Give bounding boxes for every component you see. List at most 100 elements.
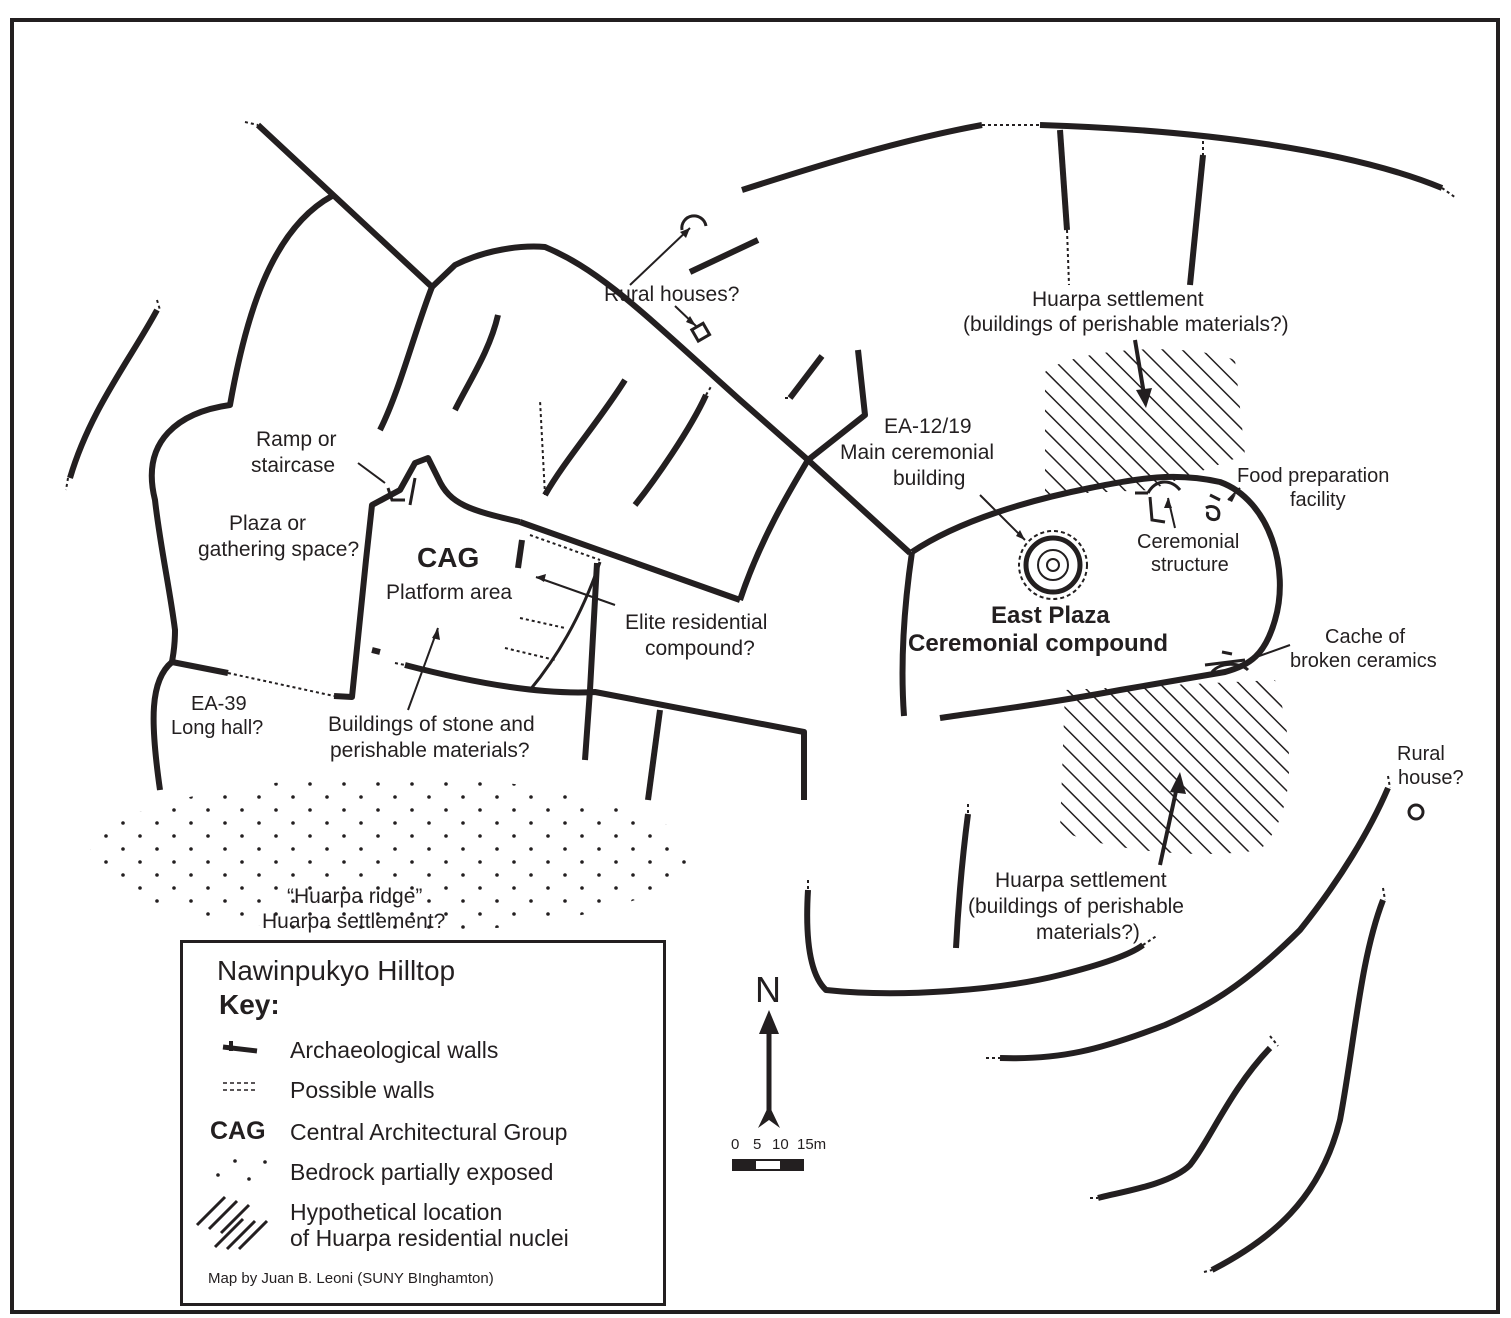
leader-arrow bbox=[407, 627, 439, 711]
contour-line bbox=[333, 455, 521, 700]
contour-line bbox=[148, 193, 334, 663]
label-ramp-2: staircase bbox=[251, 454, 336, 477]
label-huarpa-south-2: (buildings of perishable bbox=[968, 895, 1184, 918]
possible-wall bbox=[156, 299, 161, 311]
possible-wall bbox=[1203, 1269, 1213, 1273]
map-frame bbox=[10, 18, 1500, 1314]
archaeological-wall bbox=[787, 354, 825, 400]
legend-label-archaeological-walls: Archaeological walls bbox=[290, 1037, 499, 1063]
contour-line bbox=[171, 659, 229, 676]
rural-house-square bbox=[689, 321, 712, 344]
label-platform-area: Platform area bbox=[386, 581, 513, 604]
contour-line bbox=[645, 709, 663, 801]
legend-key-heading: Key: bbox=[219, 989, 280, 1020]
main-ceremonial-building bbox=[1023, 535, 1083, 595]
contour-line bbox=[953, 813, 971, 949]
label-rural-house-1: Rural bbox=[1397, 743, 1445, 765]
label-elite-1: Elite residential bbox=[625, 611, 768, 634]
label-plaza-2: gathering space? bbox=[198, 538, 360, 561]
leader-arrow-bold bbox=[1158, 781, 1180, 866]
label-cag: CAG bbox=[417, 542, 480, 573]
map-legend: Nawinpukyo Hilltop Key: Archaeological w… bbox=[180, 940, 666, 1306]
contour-line bbox=[804, 889, 1145, 997]
label-rural-house-2: house? bbox=[1398, 767, 1464, 789]
possible-wall bbox=[1382, 887, 1386, 901]
possible-wall bbox=[519, 617, 566, 629]
arrowhead bbox=[432, 628, 440, 640]
label-ramp-1: Ramp or bbox=[256, 428, 337, 451]
archaeological-wall bbox=[688, 237, 760, 275]
scale-tick-10: 10 bbox=[772, 1136, 789, 1153]
hatching-symbol bbox=[195, 1195, 269, 1251]
contour-line bbox=[255, 122, 913, 556]
legend-label-bedrock: Bedrock partially exposed bbox=[290, 1159, 554, 1185]
label-cache-1: Cache of bbox=[1325, 626, 1406, 648]
label-cache-2: broken ceramics bbox=[1290, 650, 1437, 672]
label-ea12-1: EA-12/19 bbox=[884, 415, 972, 438]
contour-line bbox=[404, 662, 807, 800]
scale-tick-15m: 15m bbox=[797, 1136, 827, 1153]
label-ea39-2: Long hall? bbox=[171, 717, 264, 739]
ramp-staircase bbox=[386, 477, 417, 506]
contour-line bbox=[1057, 129, 1070, 231]
possible-wall bbox=[1387, 775, 1391, 789]
ceremonial-structure bbox=[1135, 480, 1182, 524]
contour-line bbox=[999, 786, 1391, 1062]
main-ceremonial-building-ring bbox=[1018, 530, 1088, 600]
leader-arrow bbox=[357, 462, 386, 484]
legend-label-hatching-2: of Huarpa residential nuclei bbox=[290, 1225, 569, 1251]
huarpa-residential-zone-south bbox=[1060, 680, 1290, 854]
label-elite-2: compound? bbox=[645, 637, 755, 660]
possible-wall bbox=[227, 672, 335, 697]
map-credit: Map by Juan B. Leoni (SUNY BInghamton) bbox=[208, 1270, 494, 1287]
archaeological-wall bbox=[542, 378, 628, 497]
legend-symbol-cag: CAG bbox=[210, 1117, 266, 1145]
possible-wall bbox=[1066, 229, 1070, 286]
leader-arrow bbox=[1247, 644, 1291, 661]
leader-arrow bbox=[629, 227, 691, 286]
possible-wall bbox=[1142, 934, 1159, 946]
possible-wall bbox=[1269, 1035, 1279, 1047]
rural-house-circle bbox=[1407, 803, 1425, 821]
contour-line bbox=[67, 308, 160, 479]
label-rural-houses: Rural houses? bbox=[604, 283, 740, 306]
arrowhead bbox=[1170, 772, 1186, 794]
possible-wall bbox=[1441, 187, 1457, 199]
label-ea39-1: EA-39 bbox=[191, 693, 247, 715]
arrowhead bbox=[1016, 530, 1025, 540]
label-huarpa-south-1: Huarpa settlement bbox=[995, 869, 1167, 892]
north-label: N bbox=[755, 969, 781, 1010]
food-preparation-facility bbox=[1205, 493, 1221, 522]
possible-wall bbox=[394, 662, 406, 666]
contour-line bbox=[737, 349, 868, 601]
label-ea12-3: building bbox=[893, 467, 966, 490]
leader-arrow bbox=[979, 494, 1026, 541]
label-east-plaza-2: Ceremonial compound bbox=[908, 630, 1169, 657]
scale-tick-5: 5 bbox=[753, 1136, 762, 1153]
east-plaza-wall bbox=[899, 551, 915, 717]
contour-line bbox=[371, 647, 381, 655]
archaeological-wall-symbol bbox=[222, 1041, 258, 1054]
contour-line bbox=[1097, 1045, 1273, 1201]
archaeological-wall bbox=[528, 561, 602, 691]
contour-line bbox=[377, 285, 435, 432]
leader-arrow bbox=[1227, 487, 1241, 501]
arrowhead bbox=[536, 574, 546, 582]
label-food-2: facility bbox=[1290, 489, 1346, 511]
legend-label-hatching-1: Hypothetical location bbox=[290, 1199, 503, 1225]
label-ridge-1: “Huarpa ridge” bbox=[287, 885, 423, 908]
possible-wall bbox=[65, 477, 69, 491]
label-huarpa-south-3: materials?) bbox=[1036, 921, 1140, 944]
north-arrow bbox=[758, 1010, 780, 1128]
possible-wall bbox=[244, 121, 259, 126]
arrowhead bbox=[1164, 498, 1172, 508]
label-buildings-1: Buildings of stone and bbox=[328, 713, 535, 736]
bedrock-exposed-zone bbox=[90, 777, 690, 933]
label-buildings-2: perishable materials? bbox=[330, 739, 530, 762]
label-plaza-1: Plaza or bbox=[229, 512, 307, 535]
scale-bar bbox=[732, 1159, 804, 1171]
label-east-plaza-1: East Plaza bbox=[991, 602, 1110, 629]
contour-line bbox=[1039, 122, 1444, 191]
label-food-1: Food preparation bbox=[1237, 465, 1390, 487]
